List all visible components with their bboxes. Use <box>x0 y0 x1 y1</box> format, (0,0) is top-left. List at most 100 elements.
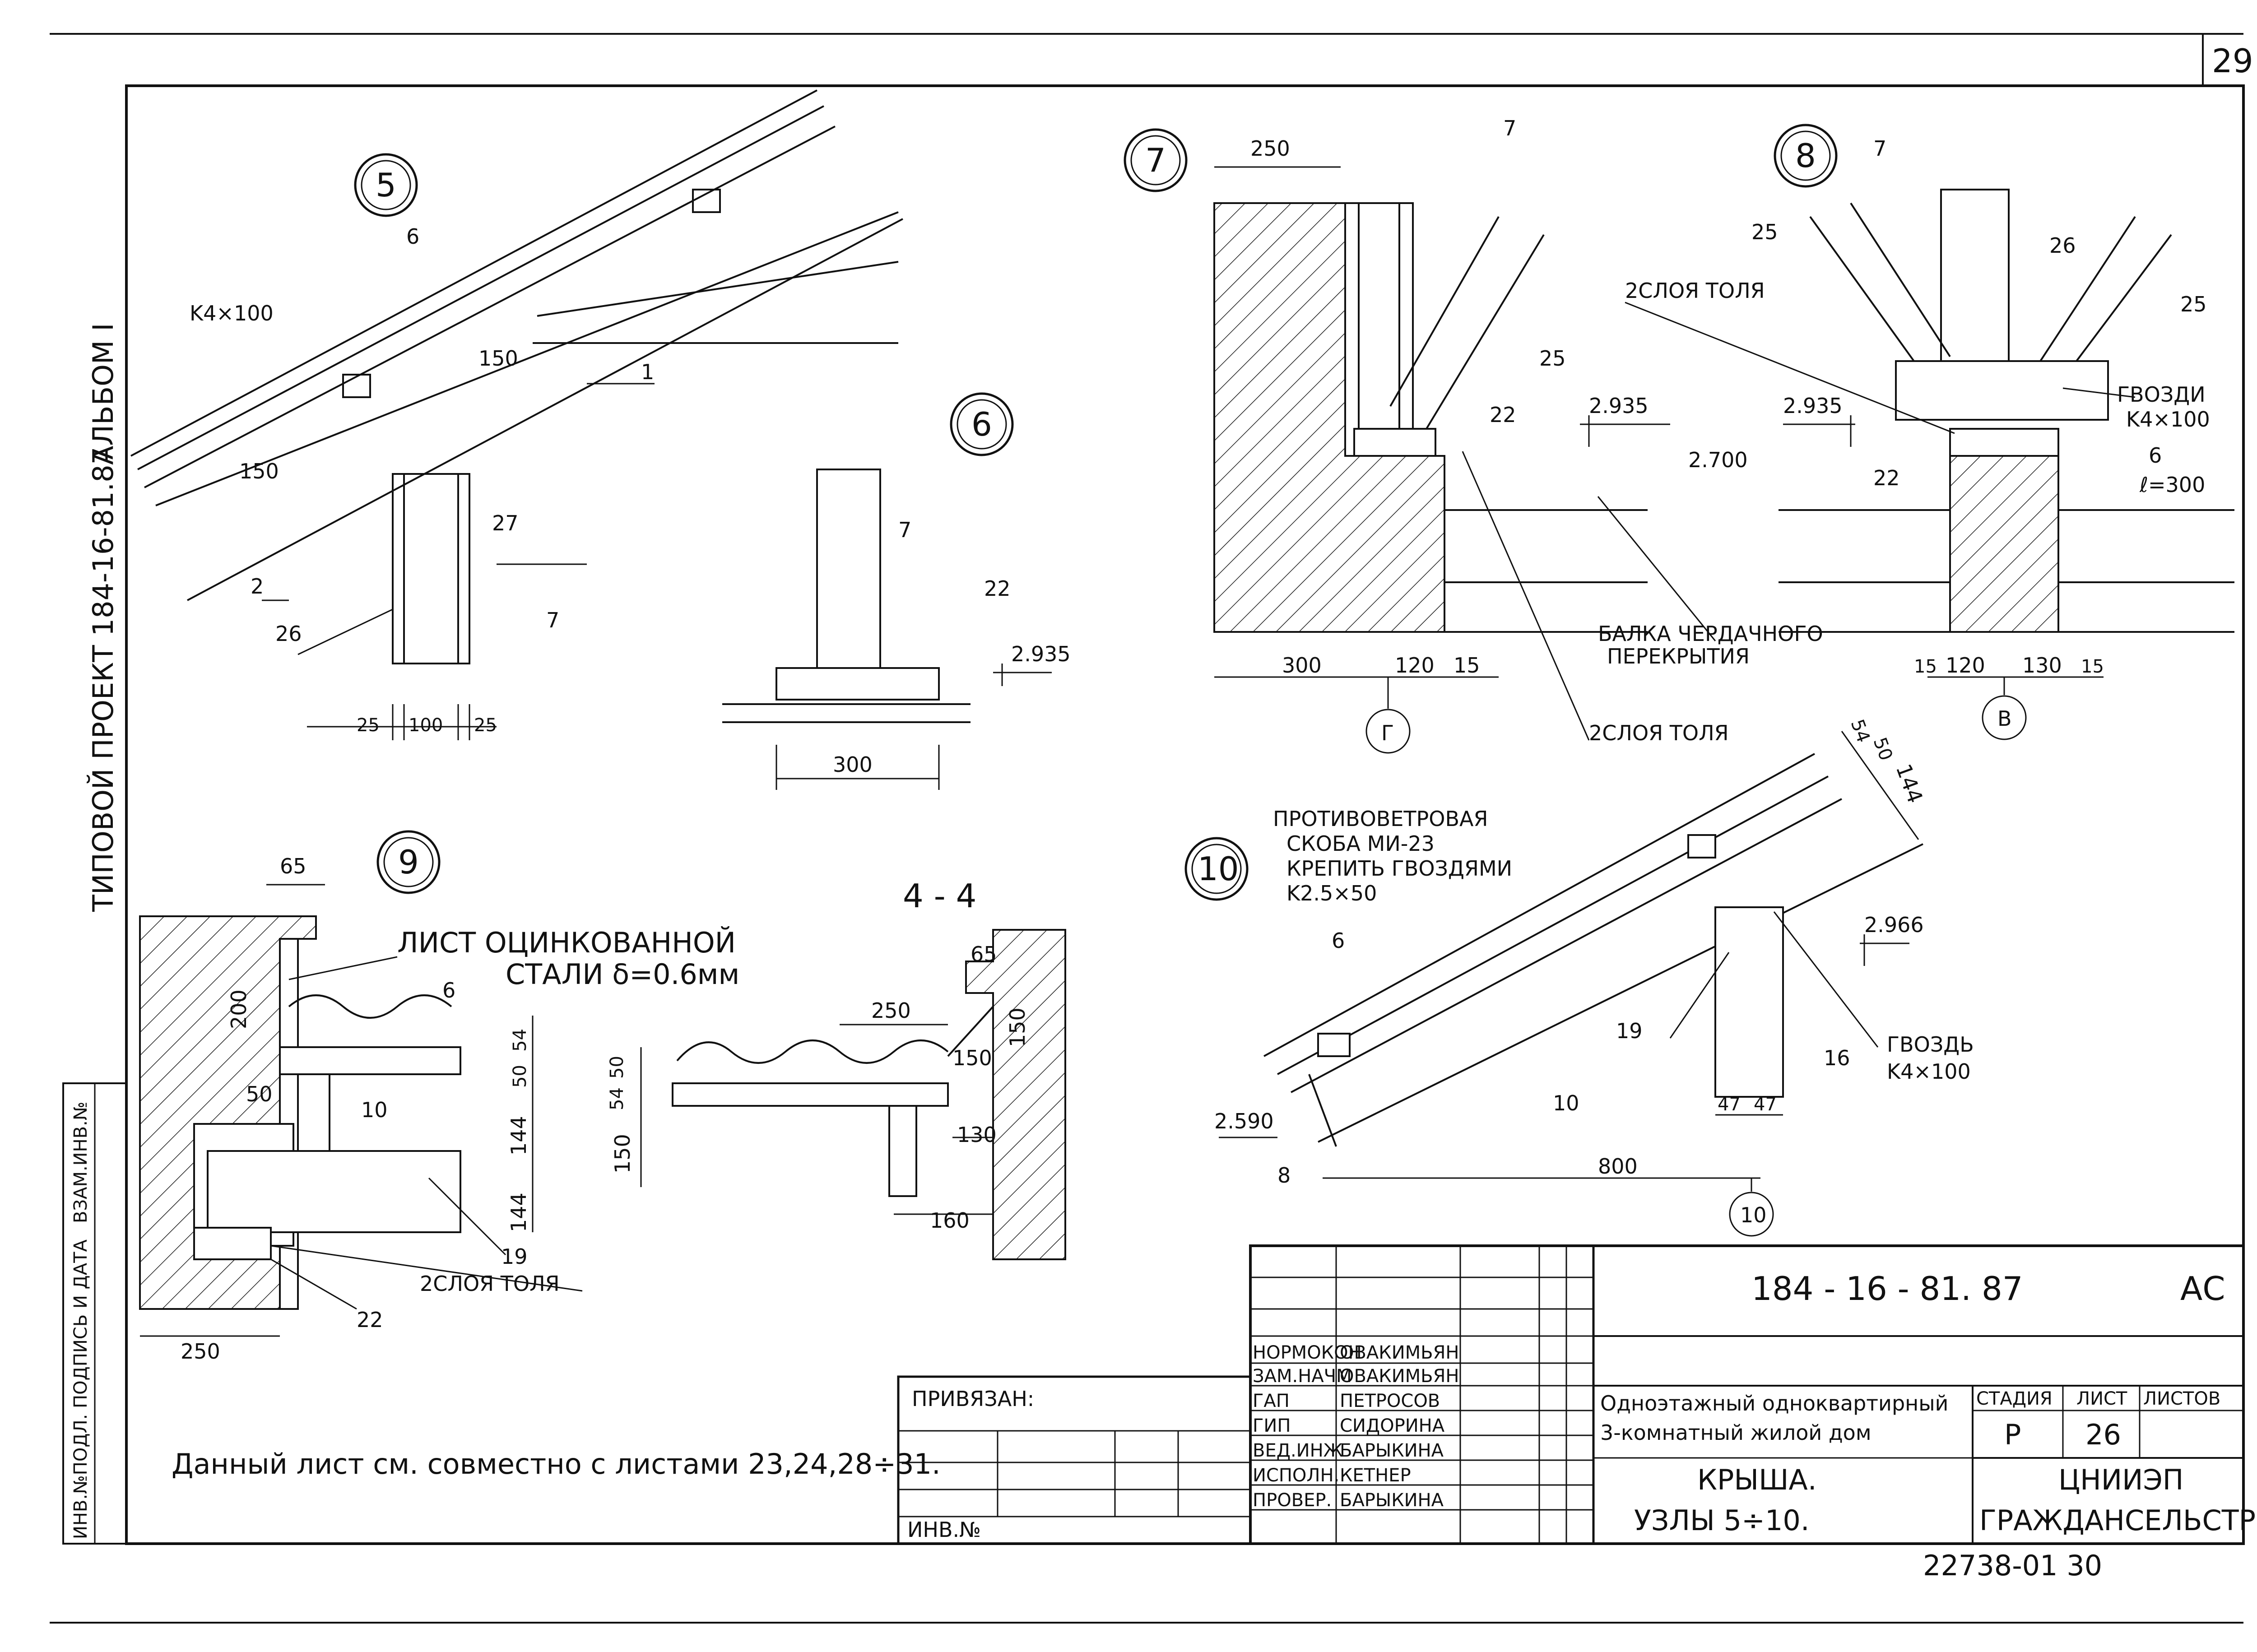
d5-dim-25-a: 25 <box>357 715 380 736</box>
d5-label-6: 6 <box>406 224 419 249</box>
album-label: АЛЬБОМ I <box>87 323 120 465</box>
list-header: ЛИСТ <box>2076 1388 2127 1409</box>
d7-elevation-2: 2.700 <box>1688 448 1748 472</box>
d9-layers-label: 2СЛОЯ ТОЛЯ <box>420 1271 560 1296</box>
d7-label-7: 7 <box>1503 116 1516 140</box>
d8-label-6: 6 <box>2149 443 2162 468</box>
sheet-note: Данный лист см. совместно с листами 23,2… <box>172 1448 941 1480</box>
role-5: ВЕД.ИНЖ <box>1253 1440 1343 1461</box>
strip-sign-label: ПОДПИСЬ И ДАТА <box>70 1239 91 1408</box>
d9-label-10: 10 <box>361 1098 388 1122</box>
detail-5-labels: 5 K4×100 6 150 150 1 2 26 27 7 25 100 25 <box>190 166 654 736</box>
d9-dim-144-b: 144 <box>506 1193 531 1232</box>
d5-label-7: 7 <box>546 608 559 632</box>
d10-wind-label-2: СКОБА МИ-23 <box>1286 831 1435 856</box>
d10-nail-size: K4×100 <box>1887 1059 1971 1084</box>
d5-dim-150-a: 150 <box>239 459 279 483</box>
detail-5 <box>130 89 903 740</box>
d9-label-50: 50 <box>246 1082 273 1106</box>
name-3: ПЕТРОСОВ <box>1340 1391 1440 1411</box>
privyazan-label: ПРИВЯЗАН: <box>912 1387 1034 1411</box>
d7-dim-300: 300 <box>1282 653 1322 678</box>
d8-label-7: 7 <box>1873 136 1886 161</box>
detail-9-labels: 9 65 200 ЛИСТ ОЦИНКОВАННОЙ СТАЛИ δ=0.6мм… <box>181 843 739 1364</box>
margin-column: АЛЬБОМ I ТИПОВОЙ ПРОЕКТ 184-16-81.87 ИНВ… <box>70 323 120 1539</box>
drawing-mark: АС <box>2180 1270 2225 1308</box>
d8-length-label: ℓ=300 <box>2139 473 2205 497</box>
detail-10 <box>1184 731 1923 1237</box>
d5-dim-100: 100 <box>409 715 443 736</box>
org-name-1: ЦНИИЭП <box>2058 1463 2183 1496</box>
d10-label-16: 16 <box>1824 1046 1850 1070</box>
d7-elevation: 2.935 <box>1589 394 1649 418</box>
role-4: ГИП <box>1253 1415 1291 1436</box>
d10-wind-label-3: КРЕПИТЬ ГВОЗДЯМИ <box>1286 856 1512 881</box>
project-name-1: Одноэтажный одноквартирный <box>1600 1391 1948 1415</box>
s44-dim-130: 130 <box>957 1123 997 1147</box>
d10-label-6: 6 <box>1332 928 1345 953</box>
d10-label-8: 8 <box>1277 1163 1291 1188</box>
d10-dim-47-a: 47 <box>1718 1094 1741 1115</box>
role-3: ГАП <box>1253 1391 1290 1411</box>
d10-elevation-1: 2.966 <box>1864 913 1924 937</box>
section-4-4 <box>640 929 1066 1260</box>
role-1: НОРМОКОН <box>1253 1342 1362 1363</box>
d8-label-22: 22 <box>1873 466 1900 490</box>
detail-5-marker: 5 <box>376 166 396 204</box>
s44-dim-150-b: 150 <box>1005 1007 1030 1047</box>
d10-dim-800: 800 <box>1598 1154 1638 1179</box>
inv-label: ИНВ.№ <box>907 1517 981 1542</box>
d7-dim-250: 250 <box>1250 136 1290 161</box>
s44-dim-250: 250 <box>871 998 911 1023</box>
d7-layers-top-label: 2СЛОЯ ТОЛЯ <box>1625 278 1765 303</box>
d8-label-25-right: 25 <box>2180 292 2207 316</box>
strip-inv-label: ИНВ.№ПОДЛ. <box>70 1414 91 1539</box>
d7-beam-label-2: ПЕРЕКРЫТИЯ <box>1607 644 1750 668</box>
d10-wind-label-4: K2.5×50 <box>1286 881 1377 905</box>
d9-label-6: 6 <box>442 978 455 1002</box>
d8-label-25-left: 25 <box>1751 220 1778 244</box>
d10-dim-47-b: 47 <box>1754 1094 1777 1115</box>
project-label: ТИПОВОЙ ПРОЕКТ 184-16-81.87 <box>87 447 120 912</box>
list-value: 26 <box>2085 1418 2121 1451</box>
stage-header: СТАДИЯ <box>1976 1388 2053 1409</box>
detail-8-marker: 8 <box>1795 137 1816 175</box>
sheet-title-1: КРЫША. <box>1697 1463 1817 1496</box>
section-4-4-marker: 4 - 4 <box>903 877 976 915</box>
role-2: ЗАМ.НАЧМ <box>1253 1366 1352 1387</box>
name-2: ОВАКИМЬЯН <box>1340 1366 1459 1387</box>
detail-6 <box>722 392 1052 790</box>
sheet-title-2: УЗЛЫ 5÷10. <box>1634 1504 1810 1537</box>
d9-sheet-label-1: ЛИСТ ОЦИНКОВАННОЙ <box>397 926 736 959</box>
d9-label-19: 19 <box>501 1244 528 1269</box>
name-5: БАРЫКИНА <box>1340 1440 1444 1461</box>
d6-dim-300: 300 <box>833 752 873 777</box>
detail-9 <box>139 830 583 1337</box>
name-1: ОВАКИМЬЯН <box>1340 1342 1459 1363</box>
s44-dim-150-a: 150 <box>952 1046 992 1070</box>
d9-dim-200: 200 <box>227 989 251 1029</box>
name-4: СИДОРИНА <box>1340 1415 1445 1436</box>
d5-k4-label: K4×100 <box>190 301 274 325</box>
d10-elevation-2: 2.590 <box>1214 1109 1274 1133</box>
detail-7-labels: 7 250 7 25 22 2.935 2.700 БАЛКА ЧЕРДАЧНО… <box>1145 116 1823 745</box>
d9-dim-144-a: 144 <box>506 1116 531 1155</box>
d6-elevation: 2.935 <box>1011 642 1071 666</box>
detail-6-labels: 6 7 22 2.935 300 <box>833 405 1071 777</box>
d10-label-10: 10 <box>1553 1091 1579 1115</box>
s44-dim-54: 54 <box>607 1087 627 1110</box>
d7-label-22: 22 <box>1490 403 1516 427</box>
detail-6-marker: 6 <box>971 405 992 443</box>
name-6: КЕТНЕР <box>1340 1465 1411 1486</box>
detail-10-marker: 10 <box>1198 850 1239 888</box>
d10-label-19: 19 <box>1616 1019 1643 1043</box>
d8-nails-size: K4×100 <box>2126 407 2210 432</box>
d10-nail-label: ГВОЗДЬ <box>1887 1032 1974 1057</box>
d10-wind-label-1: ПРОТИВОВЕТРОВАЯ <box>1273 807 1488 831</box>
d10-axis-10: 10 <box>1740 1203 1767 1227</box>
d8-dim-15-a: 15 <box>1914 656 1937 677</box>
s44-dim-160: 160 <box>930 1208 970 1233</box>
d9-dim-50: 50 <box>510 1065 530 1088</box>
d8-dim-15-b: 15 <box>2081 656 2104 677</box>
d7-label-25: 25 <box>1539 346 1566 371</box>
